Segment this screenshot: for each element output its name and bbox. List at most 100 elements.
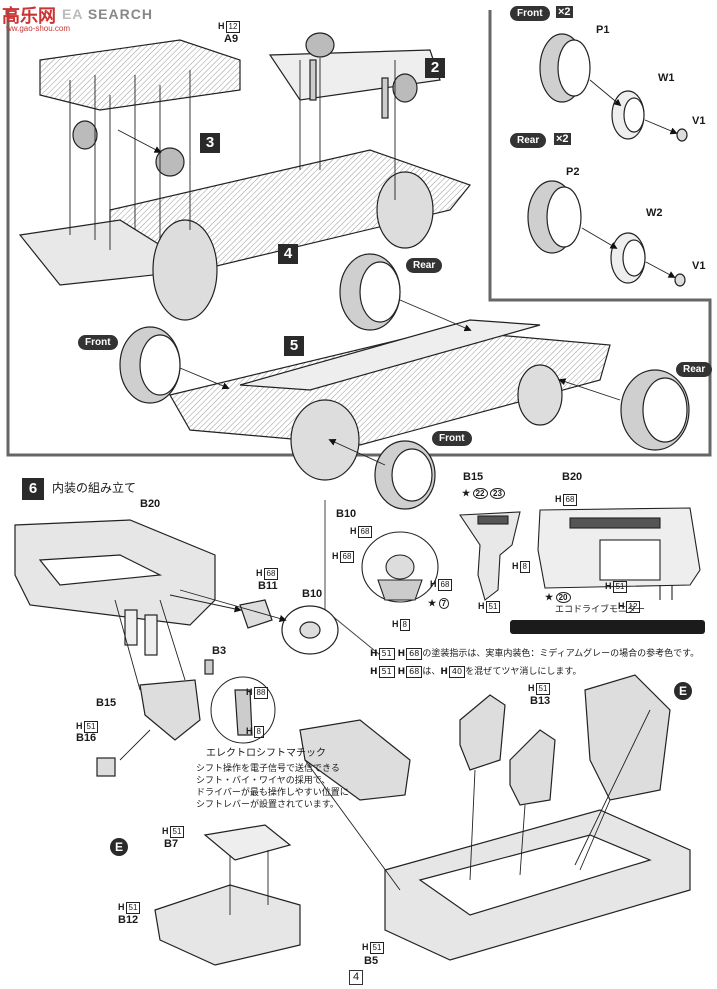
step-6-title: 内装の組み立て: [52, 481, 137, 495]
step-3-badge: 3: [200, 133, 220, 153]
part-a9-label: A9: [224, 33, 239, 45]
lower-chassis-drawing: [119, 253, 690, 510]
paint-note-1-text: の塗装指示は、実車内装色：ミディアムグレーの場合の参考色です。: [422, 649, 700, 659]
step-5-badge: 5: [284, 336, 304, 356]
part-b11-label: B11: [258, 580, 278, 592]
part-p2-label: P2: [566, 166, 580, 178]
part-b13-label: B13: [530, 695, 551, 707]
h-prefix: H: [76, 721, 83, 731]
paint-code-box: 51: [83, 721, 99, 733]
interior-drawing: [14, 519, 691, 966]
paint-code-box: 51: [369, 942, 385, 954]
h-prefix: H: [118, 902, 125, 912]
paint-code-box: 8: [253, 726, 264, 738]
watermark-site-cn: 高乐网: [2, 6, 56, 27]
h-prefix: H: [246, 726, 253, 736]
h-prefix: H: [397, 667, 406, 677]
part-v1-label-bottom: V1: [692, 260, 706, 272]
shifter-desc-1: シフト操作を電子信号で送信できる: [196, 764, 340, 774]
paint-code-box: 68: [406, 648, 423, 660]
rear-wheel-tag-2: Rear: [676, 362, 713, 377]
step-4-badge: 4: [278, 244, 298, 264]
star-code-22: 22: [472, 488, 488, 499]
page-number: 4: [349, 970, 364, 985]
paint-code-box: 8: [399, 619, 410, 631]
paint-code-box: 51: [485, 601, 501, 613]
detail-b10-label: B10: [336, 508, 357, 520]
part-b7-label: B7: [164, 838, 179, 850]
paint-code-box: 12: [625, 601, 641, 613]
h-prefix: H: [397, 649, 406, 659]
h-prefix: H: [218, 21, 225, 31]
eco-monitor-display: [510, 620, 705, 634]
h-prefix: H: [478, 601, 485, 611]
paint-code-box: 51: [378, 648, 395, 660]
shifter-desc-2: シフト・バイ・ワイヤの採用で、: [196, 776, 331, 786]
watermark-logo: 高乐网 ww.gao-shou.com: [2, 2, 82, 36]
paint-code-box: 51: [612, 581, 628, 593]
star-icon: ★: [428, 598, 437, 608]
h-prefix: H: [162, 826, 169, 836]
paint-code-box: 68: [339, 551, 355, 563]
part-w2-label: W2: [646, 207, 663, 219]
h-prefix: H: [605, 581, 612, 591]
h-prefix: H: [246, 687, 253, 697]
h-prefix: H: [362, 942, 369, 952]
wheel-rear-label: Rear: [510, 133, 547, 148]
star-code-7: 7: [438, 598, 450, 609]
watermark-url: ww.gao-shou.com: [6, 24, 71, 33]
eco-monitor-label: エコドライブモニター: [555, 605, 646, 615]
h-prefix: H: [618, 601, 625, 611]
watermark-brand: SEARCH: [87, 6, 153, 22]
shifter-desc-4: シフトレバーが設置されています。: [196, 800, 339, 810]
paint-code-box: 40: [448, 666, 466, 678]
upper-chassis-drawing: [18, 32, 471, 321]
step-2-badge: 2: [425, 58, 445, 78]
steps-border: [6, 10, 712, 457]
e-marker-right: E: [674, 682, 692, 700]
paint-code-box: 88: [253, 687, 269, 699]
detail-b15-label: B15: [463, 471, 484, 483]
h-prefix: H: [555, 494, 562, 504]
part-b10-label: B10: [302, 588, 323, 600]
part-w1-label: W1: [658, 72, 675, 84]
step-6-badge: 6: [22, 478, 44, 500]
paint-code-box: 51: [535, 683, 551, 695]
h-prefix: H: [256, 568, 263, 578]
wheel-rear-qty: ×2: [554, 133, 571, 145]
star-icon: ★: [462, 488, 471, 498]
h-prefix: H: [512, 561, 519, 571]
paint-code-box: 51: [125, 902, 141, 914]
h-prefix: H: [528, 683, 535, 693]
wheel-exploded-drawing: [527, 33, 688, 287]
paint-code-box: 8: [519, 561, 530, 573]
part-b16-label: B16: [76, 732, 97, 744]
detail-b15-stars: ★ 22 23: [462, 488, 505, 499]
paint-note-2-mid: は、: [422, 667, 441, 677]
paint-code-box: 68: [437, 579, 453, 591]
paint-code-box: 68: [406, 666, 423, 678]
watermark-prefix: EA: [62, 6, 83, 22]
detail-drawings: [361, 507, 701, 603]
h-prefix: H: [392, 619, 399, 629]
paint-code-box: 68: [263, 568, 279, 580]
paint-note-2-text: を混ぜてツヤ消しにします。: [465, 667, 582, 677]
star-code-23: 23: [490, 488, 505, 499]
part-b15-label: B15: [96, 697, 117, 709]
watermark-search: EA SEARCH: [62, 6, 153, 22]
